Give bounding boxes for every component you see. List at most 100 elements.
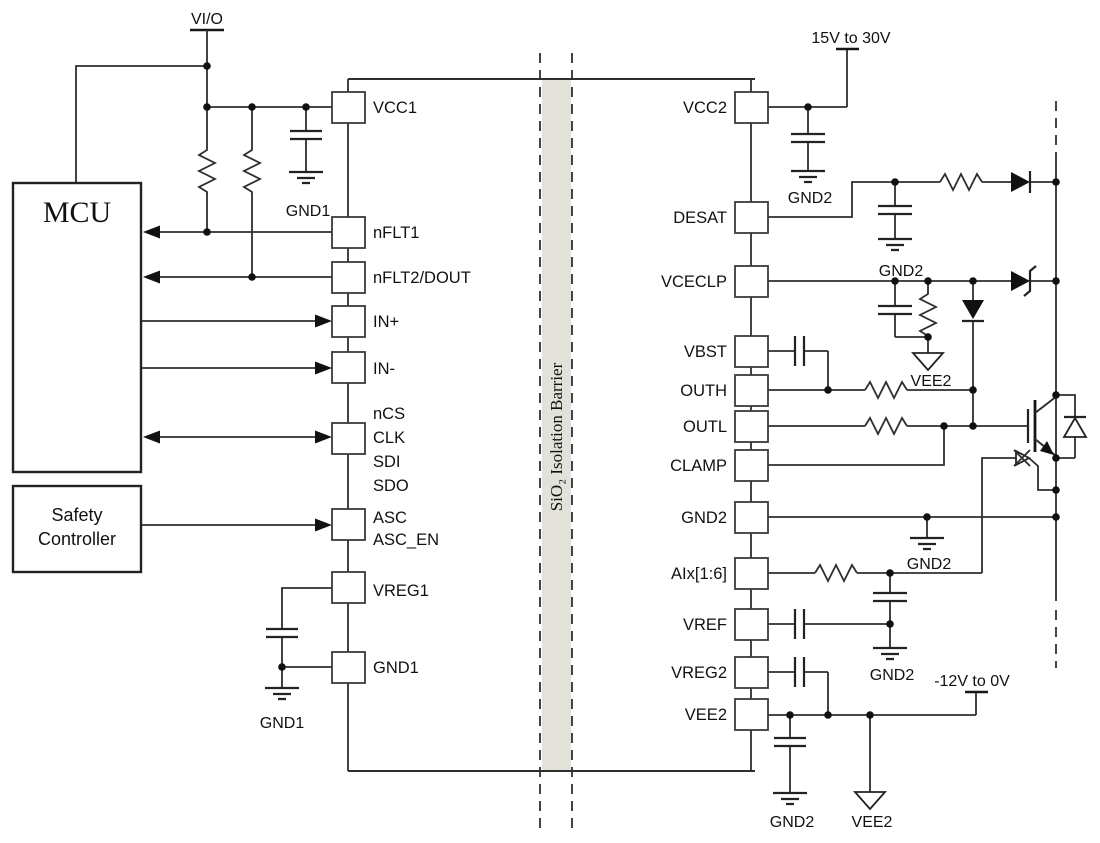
vee2-label-bottom: VEE2 <box>852 814 893 831</box>
junction-dot <box>1052 178 1060 186</box>
asc-arrow-right-icon <box>315 518 332 532</box>
pin-gnd2 <box>734 501 769 534</box>
mcu-block: MCU <box>11 181 143 474</box>
vbst-network <box>768 336 829 390</box>
gnd1-label: GND1 <box>286 203 331 220</box>
pins-left: VCC1 nFLT1 nFLT2/DOUT IN+ IN- nCS CLK SD… <box>331 91 471 684</box>
junction-dot <box>969 386 977 394</box>
gnd2-earth-symbol-vref <box>873 646 907 661</box>
left-circuit: VI/O GND1 MCU Safety Controller <box>11 11 332 732</box>
desat-diode-icon <box>1011 172 1030 192</box>
pin-label-vcc1: VCC1 <box>373 99 417 117</box>
gnd2-earth-symbol-vcc2 <box>791 169 825 184</box>
junction-dot <box>969 277 977 285</box>
pin-vee2 <box>734 698 769 731</box>
aix-wires <box>768 457 1016 574</box>
vref-capacitor-plates <box>793 609 806 639</box>
nflt1-arrow-left-icon <box>143 225 160 239</box>
vreg1-capacitor-network: GND1 <box>260 587 332 732</box>
junction-dot <box>804 103 812 111</box>
junction-dot <box>891 277 899 285</box>
igbt-collector-diagonal <box>1034 395 1058 414</box>
junction-dot <box>824 386 832 394</box>
gnd2-label-pin: GND2 <box>907 556 952 573</box>
pin-clamp <box>734 449 769 482</box>
gnd2-earth-symbol-vee2 <box>773 791 807 806</box>
pin-label-asc: ASC <box>373 509 407 527</box>
vee2-triangle-symbol-vceclp <box>911 352 945 372</box>
vee2-range-label: -12V to 0V <box>934 673 1010 690</box>
vref-wires <box>768 623 891 648</box>
gnd2-earth-symbol-desat <box>878 237 912 252</box>
junction-dot <box>203 228 211 236</box>
pin-label-clamp: CLAMP <box>670 457 727 475</box>
gnd2-label-vee2: GND2 <box>770 814 815 831</box>
barrier-label: SiO₂ Isolation Barrier <box>547 362 566 511</box>
gnd1-earth-symbol <box>289 170 323 185</box>
pin-label-vref: VREF <box>683 616 727 634</box>
clamp-wire <box>768 426 945 466</box>
pin-nflt1 <box>331 216 366 249</box>
pin-gnd1 <box>331 651 366 684</box>
pin-label-outh: OUTH <box>680 382 727 400</box>
sense-cross-mark-icon <box>1013 449 1031 467</box>
junction-dot <box>824 711 832 719</box>
aix-resistor <box>814 562 858 584</box>
vbst-capacitor-plates <box>793 336 806 366</box>
down-diode-icon <box>962 300 984 319</box>
vreg2-wires <box>768 671 829 715</box>
outl-network <box>768 415 1028 466</box>
right-circuit: 15V to 30V GND2 GND2 VEE2 <box>768 30 1088 831</box>
pin-label-vceclp: VCECLP <box>661 273 727 291</box>
junction-dot <box>302 103 310 111</box>
junction-dot <box>1052 454 1060 462</box>
sense-return-wire <box>1028 457 1056 491</box>
outh-gate-resistor <box>864 379 908 401</box>
pin-label-desat: DESAT <box>673 209 727 227</box>
nflt2-arrow-left-icon <box>143 270 160 284</box>
safety-controller-box <box>11 484 143 574</box>
pin-nflt2-dout <box>331 261 366 294</box>
pin-label-vbst: VBST <box>684 343 727 361</box>
capacitor-plates <box>290 129 322 141</box>
pin-label-vreg1: VREG1 <box>373 582 429 600</box>
vceclp-zener-cathode-bar <box>1023 265 1037 297</box>
vio-label: VI/O <box>191 11 223 28</box>
gnd1-label-2: GND1 <box>260 715 305 732</box>
spi-arrow-left-icon <box>143 430 160 444</box>
aix-capacitor-plates <box>873 591 907 603</box>
pin-aix <box>734 557 769 590</box>
pin-label-in-minus: IN- <box>373 360 395 378</box>
safety-controller-block: Safety Controller <box>11 484 143 574</box>
vreg1-cap-wires <box>281 587 332 688</box>
junction-dot <box>248 103 256 111</box>
mcu-box <box>11 181 143 474</box>
junction-dot <box>891 178 899 186</box>
pullup-resistor-nflt2 <box>241 107 263 277</box>
pin-label-in-plus: IN+ <box>373 313 399 331</box>
spi-arrow-right-icon <box>315 430 332 444</box>
junction-dot <box>1052 513 1060 521</box>
pin-asc <box>331 508 366 541</box>
pin-label-gnd2: GND2 <box>681 509 727 527</box>
pins-right: VCC2 DESAT VCECLP VBST OUTH OUTL CLAMP G… <box>661 91 769 731</box>
vceclp-capacitor-plates <box>878 304 912 316</box>
signal-lines-left <box>142 225 332 532</box>
aix-sense-network <box>768 449 1056 624</box>
junction-dot <box>969 422 977 430</box>
vcc1-decoupling-capacitor: GND1 <box>286 107 331 220</box>
junction-dot <box>203 62 211 70</box>
vceclp-zener-icon <box>1011 271 1030 291</box>
desat-resistor <box>939 171 983 193</box>
vee2-label-vceclp: VEE2 <box>911 373 952 390</box>
pin-label-clk: CLK <box>373 429 405 447</box>
gnd2-earth-symbol-pin <box>910 536 944 551</box>
pin-vreg1 <box>331 571 366 604</box>
vbst-wires <box>768 350 829 390</box>
mcu-label: MCU <box>43 196 112 229</box>
pullup-resistor-nflt1 <box>196 107 218 232</box>
junction-dot <box>940 422 948 430</box>
pin-label-nflt2-dout: nFLT2/DOUT <box>373 269 471 287</box>
